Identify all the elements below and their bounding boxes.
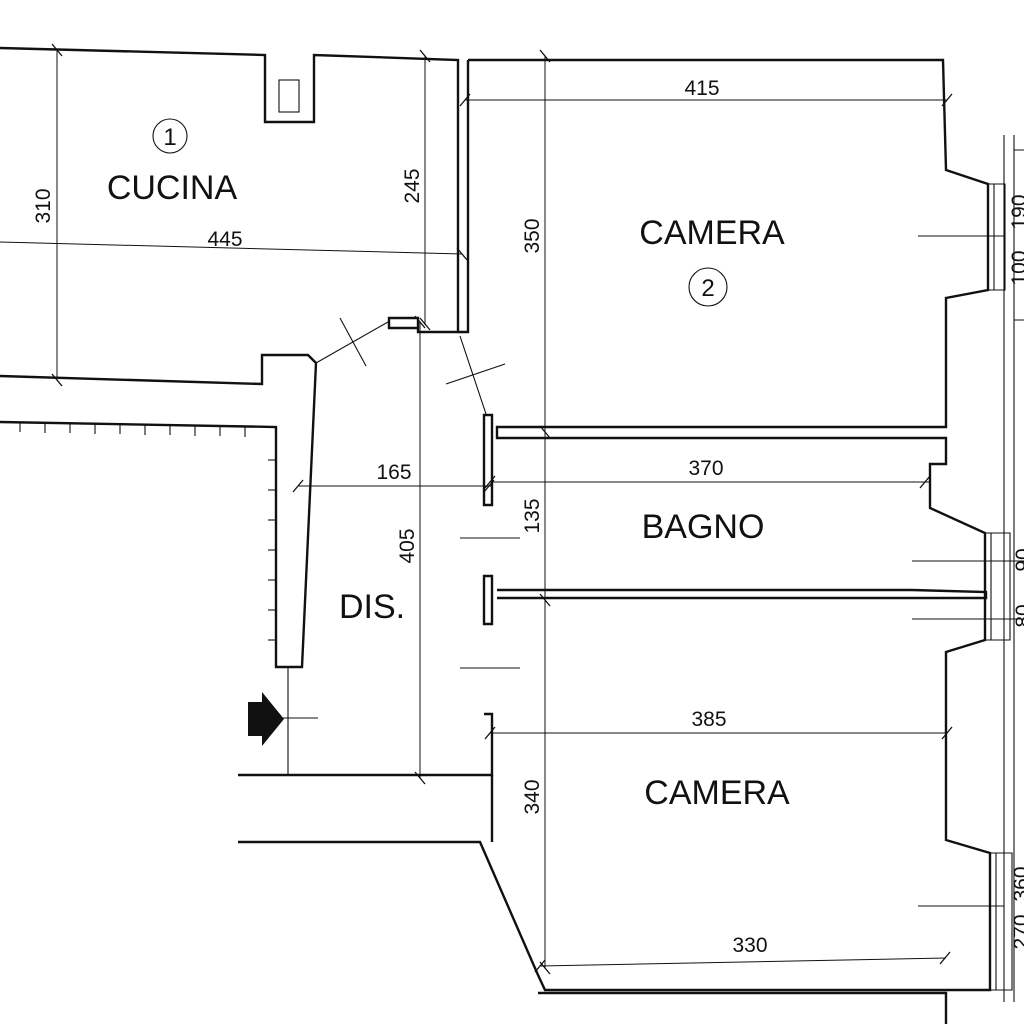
room-number-cucina: 1 <box>163 124 176 151</box>
dim-window-top-b: 190 <box>1008 194 1024 229</box>
entrance-arrow-icon <box>248 692 284 746</box>
dim-cucina-width: 445 <box>207 228 242 251</box>
room-number-circle-2 <box>688 267 728 307</box>
dim-camera-top-width: 415 <box>684 77 719 100</box>
window-camera-top <box>988 183 1006 291</box>
dim-window-top-a: 100 <box>1008 250 1024 285</box>
room-labels: 1 CUCINA CAMERA 2 BAGNO DIS. CAMERA <box>107 124 790 812</box>
walls <box>0 46 1024 1024</box>
wall-cucina-bottom <box>0 353 318 669</box>
dim-camera-bottom-base: 330 <box>732 934 767 957</box>
wall-camera-top <box>238 58 992 992</box>
dimension-labels: 310 445 245 415 350 165 405 370 135 385 … <box>32 77 1024 957</box>
chimney <box>278 79 300 113</box>
wall-camera-top-left <box>458 60 470 334</box>
dim-bagno-width: 370 <box>688 457 723 480</box>
dim-camera-bottom-height: 340 <box>521 779 544 814</box>
dim-camera-bottom-width: 385 <box>691 708 726 731</box>
dim-dis-width: 165 <box>376 461 411 484</box>
dimension-lines <box>0 43 1024 975</box>
room-label-camera-bottom: CAMERA <box>644 774 790 812</box>
dim-window-bottom-b: 360 <box>1010 866 1024 901</box>
dim-window-bagno-a: 90 <box>1012 548 1024 571</box>
room-label-camera-top: CAMERA <box>639 214 785 252</box>
wall-bagno-camera <box>497 588 988 600</box>
dim-window-bottom-a: 270 <box>1010 914 1024 949</box>
door-tick-a <box>339 317 367 367</box>
dim-cucina-height: 310 <box>32 188 55 223</box>
wall-bottom-outer <box>538 991 948 1024</box>
dim-window-bagno-b: 80 <box>1012 604 1024 627</box>
doors <box>276 317 520 775</box>
window-camera-bottom <box>990 852 1013 991</box>
wall-cucina <box>0 46 460 334</box>
room-label-cucina: CUCINA <box>107 169 238 207</box>
room-label-bagno: BAGNO <box>642 508 765 546</box>
dim-bagno-height: 135 <box>521 498 544 533</box>
room-number-camera-top: 2 <box>701 275 714 302</box>
door-cucina <box>315 321 389 364</box>
dim-dis-height: 405 <box>396 528 419 563</box>
room-number-circle-1 <box>152 118 188 154</box>
outer-right <box>1003 135 1024 1002</box>
door-tick-b <box>445 363 506 385</box>
wall-hatch <box>19 422 276 641</box>
dim-cucina-inner-height: 245 <box>401 168 424 203</box>
room-label-dis: DIS. <box>339 588 405 626</box>
dim-camera-top-height: 350 <box>521 218 544 253</box>
window-bagno <box>985 532 1011 641</box>
